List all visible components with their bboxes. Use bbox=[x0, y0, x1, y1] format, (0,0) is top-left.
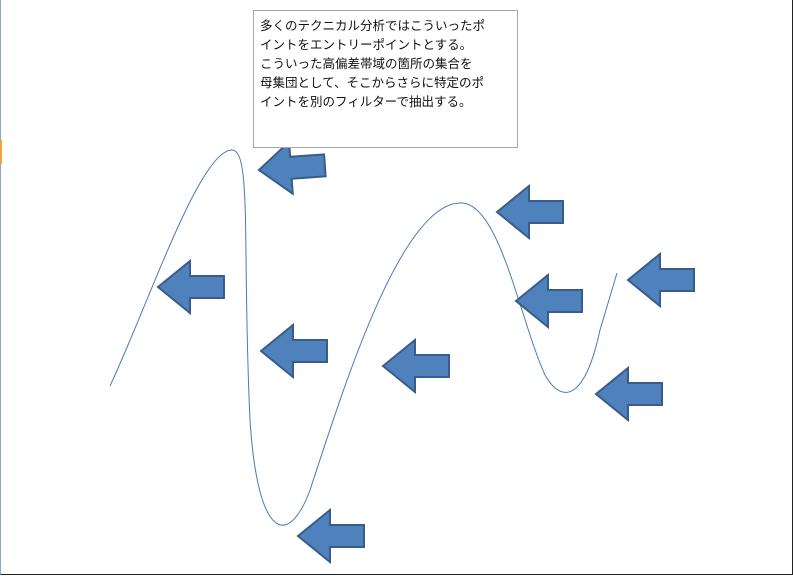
left-arrow-shape[interactable] bbox=[156, 258, 225, 316]
note-line: イントを別のフィルターで抽出する。 bbox=[260, 94, 472, 109]
left-arrow-shape[interactable] bbox=[514, 272, 583, 330]
selection-marker bbox=[0, 140, 2, 164]
note-line: こういった高偏差帯域の箇所の集合を bbox=[260, 56, 473, 71]
left-arrow-shape[interactable] bbox=[259, 322, 328, 380]
price-curve[interactable] bbox=[109, 149, 618, 526]
left-arrow-shape[interactable] bbox=[381, 337, 450, 395]
note-line: 多くのテクニカル分析ではこういったポ bbox=[260, 18, 486, 33]
left-arrow-shape[interactable] bbox=[495, 183, 564, 241]
left-arrow-shape[interactable] bbox=[296, 507, 365, 565]
left-arrow-shape[interactable] bbox=[594, 365, 663, 423]
left-arrow-shape[interactable] bbox=[626, 251, 695, 309]
note-line: 母集団として、そこからさらに特定のポ bbox=[260, 75, 485, 90]
annotation-textbox[interactable]: 多くのテクニカル分析ではこういったポ イントをエントリーポイントとする。 こうい… bbox=[253, 10, 518, 148]
note-line: イントをエントリーポイントとする。 bbox=[260, 37, 473, 52]
